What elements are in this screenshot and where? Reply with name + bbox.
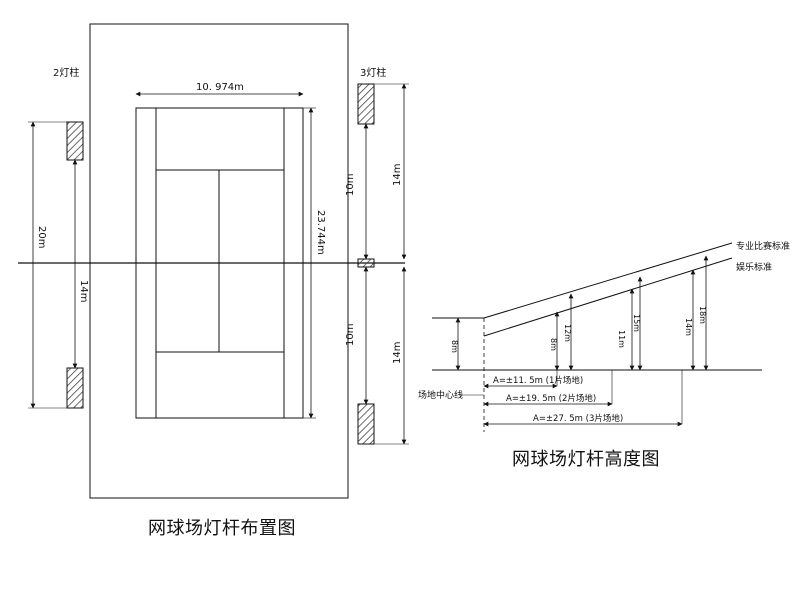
height-label-2a: 11m: [617, 330, 626, 348]
left-pole-top: [66, 121, 84, 161]
height-diagram-title: 网球场灯杆高度图: [512, 449, 660, 470]
court-length-label: 23.744m: [315, 210, 326, 255]
layout-diagram: [18, 23, 409, 499]
pro-standard-line: [483, 242, 733, 319]
left-height-label: 8m: [450, 340, 459, 353]
layout-diagram-title: 网球场灯杆布置图: [148, 518, 296, 539]
left-inner-label: 14m: [78, 280, 89, 302]
distance-label-2: A=±19. 5m (2片场地): [506, 393, 596, 404]
pro-standard-label: 专业比赛标准: [736, 240, 790, 252]
height-label-1b: 12m: [563, 324, 572, 342]
recreational-line: [483, 257, 733, 337]
center-line-label: 场地中心线: [418, 389, 463, 401]
pole-right-label: 3灯柱: [360, 66, 386, 79]
distance-label-3: A=±27. 5m (3片场地): [533, 413, 623, 424]
height-label-3a: 14m: [684, 318, 693, 336]
right-pole-middle: [357, 258, 375, 268]
distance-label-1: A=±11. 5m (1片场地): [493, 375, 583, 386]
height-diagram: [432, 242, 762, 432]
right-upper-inner-label: 10m: [345, 174, 356, 196]
right-lower-outer-label: 14m: [392, 342, 403, 364]
layout-labels: 2灯柱 3灯柱 10. 974m 23.744m 20m 14m 10m 10m…: [36, 66, 403, 364]
left-pole-bottom: [66, 367, 84, 409]
height-label-3b: 18m: [698, 306, 707, 324]
right-lower-inner-label: 10m: [345, 324, 356, 346]
right-pole-top: [357, 83, 375, 125]
right-pole-bottom: [357, 403, 375, 445]
recreational-label: 娱乐标准: [736, 261, 772, 273]
court-width-label: 10. 974m: [196, 82, 244, 93]
height-labels: 专业比赛标准 娱乐标准 8m 8m 12m 11m 15m 14m 18m 场地…: [418, 240, 790, 424]
left-span-label: 20m: [36, 226, 47, 248]
height-label-1a: 8m: [549, 338, 558, 351]
pole-left-label: 2灯柱: [53, 66, 79, 79]
right-upper-outer-label: 14m: [392, 164, 403, 186]
height-label-2b: 15m: [632, 314, 641, 332]
field-boundary: [89, 23, 349, 499]
